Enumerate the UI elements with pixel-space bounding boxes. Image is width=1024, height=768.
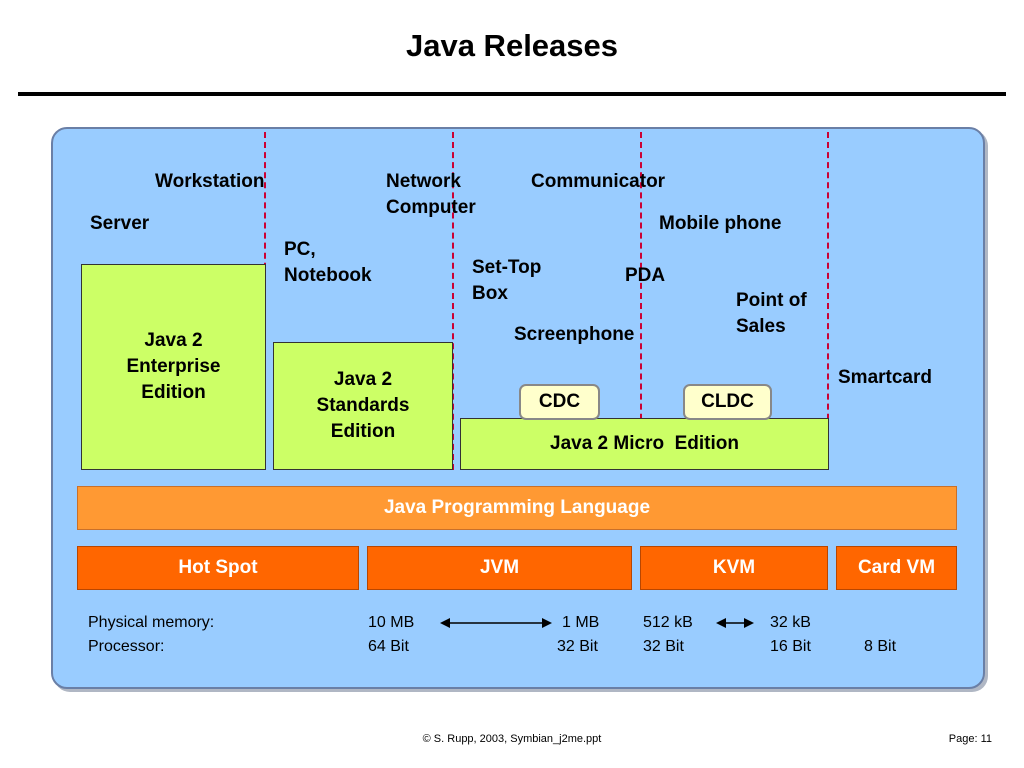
processor-value-8bit: 8 Bit: [864, 638, 897, 655]
device-communicator: Communicator: [531, 171, 666, 192]
device-mobile-phone: Mobile phone: [659, 213, 782, 234]
box-j2ee: Java 2 Enterprise Edition: [81, 264, 266, 470]
memory-value-10mb: 10 MB: [368, 614, 415, 631]
j2se-line1: Java 2: [333, 369, 393, 390]
processor-value-16bit: 16 Bit: [770, 638, 811, 655]
device-pc-notebook-line1: PC,: [284, 239, 316, 260]
device-network-computer-line1: Network: [386, 171, 461, 192]
divider-line-2: [452, 132, 454, 470]
j2ee-line3: Edition: [141, 382, 206, 403]
vm-cardvm: Card VM: [836, 546, 957, 590]
title-rule: [18, 92, 1006, 96]
processor-value-64bit: 64 Bit: [368, 638, 409, 655]
device-network-computer: Network Computer: [386, 169, 476, 221]
memory-label: Physical memory:: [88, 614, 215, 631]
processor-label: Processor:: [88, 638, 165, 655]
vm-kvm: KVM: [640, 546, 828, 590]
box-cldc: CLDC: [683, 384, 772, 420]
device-screenphone: Screenphone: [514, 324, 635, 345]
j2me-label: Java 2 Micro Edition: [550, 433, 739, 454]
j2se-line2: Standards: [316, 395, 410, 416]
vm-hotspot: Hot Spot: [77, 546, 359, 590]
java-language-bar: Java Programming Language: [77, 486, 957, 530]
memory-value-1mb: 1 MB: [562, 614, 600, 631]
memory-value-32kb: 32 kB: [770, 614, 811, 631]
device-pc-notebook: PC, Notebook: [284, 237, 372, 289]
processor-value-32bit-a: 32 Bit: [557, 638, 598, 655]
device-point-of-sales-line1: Point of: [736, 290, 807, 311]
device-settop-box: Set-Top Box: [472, 255, 541, 307]
footer-copyright: © S. Rupp, 2003, Symbian_j2me.ppt: [422, 733, 602, 745]
device-pda: PDA: [625, 265, 666, 286]
page-number: Page: 11: [948, 733, 992, 745]
divider-line-3: [640, 132, 642, 470]
j2ee-line2: Enterprise: [126, 356, 221, 377]
vm-jvm: JVM: [367, 546, 632, 590]
device-point-of-sales-line2: Sales: [736, 316, 786, 337]
device-server: Server: [90, 213, 150, 234]
device-smartcard: Smartcard: [838, 367, 932, 388]
processor-value-32bit-b: 32 Bit: [643, 638, 684, 655]
device-settop-box-line1: Set-Top: [472, 257, 542, 278]
device-network-computer-line2: Computer: [386, 197, 476, 218]
device-pc-notebook-line2: Notebook: [284, 265, 372, 286]
j2ee-line1: Java 2: [144, 330, 203, 351]
device-settop-box-line2: Box: [472, 283, 508, 304]
range-arrow-icon: [440, 618, 552, 628]
box-j2me: Java 2 Micro Edition: [460, 418, 829, 470]
slide-title: Java Releases: [405, 28, 619, 63]
memory-value-512kb: 512 kB: [643, 614, 693, 631]
j2se-line3: Edition: [330, 421, 396, 442]
device-point-of-sales: Point of Sales: [736, 288, 807, 340]
divider-line-4: [827, 132, 829, 470]
box-j2se: Java 2 Standards Edition: [273, 342, 453, 470]
box-cdc: CDC: [519, 384, 600, 420]
device-workstation: Workstation: [155, 171, 265, 192]
range-arrow-small-icon: [716, 618, 754, 628]
